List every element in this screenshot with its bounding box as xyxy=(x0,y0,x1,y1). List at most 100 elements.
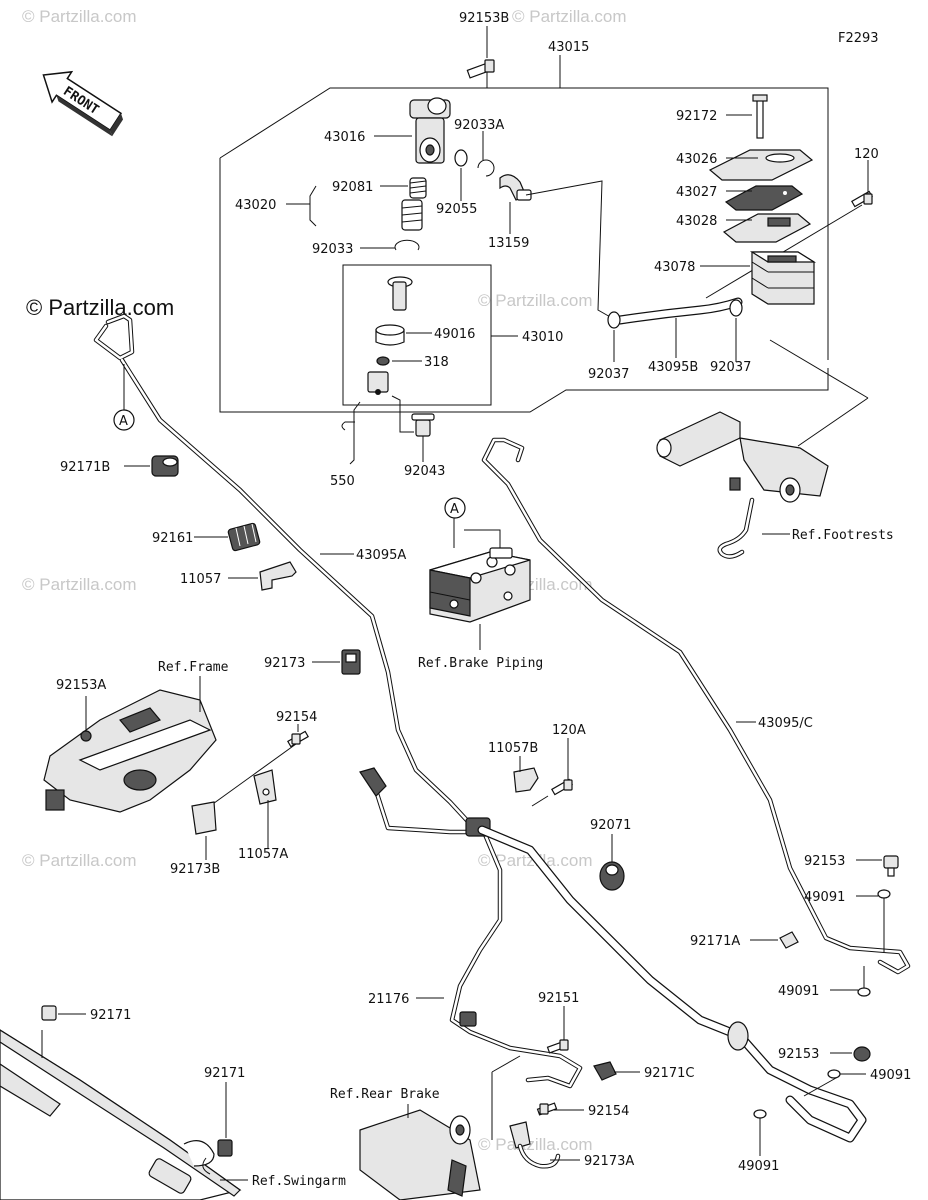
ref-label: Ref.Swingarm xyxy=(252,1174,346,1189)
part-label: 120 xyxy=(854,147,879,162)
circlip-92033A xyxy=(477,159,495,177)
part-label: 92153A xyxy=(56,678,106,693)
part-label: 43095A xyxy=(356,548,406,563)
bolt-92153-lower xyxy=(853,1046,871,1062)
part-label: 49091 xyxy=(738,1159,779,1174)
part-label: 43015 xyxy=(548,40,589,55)
watermark: © Partzilla.com xyxy=(512,7,627,26)
bracket-11057A xyxy=(253,769,277,805)
part-label: 92153 xyxy=(804,854,845,869)
clip-92171A xyxy=(779,931,799,949)
pin-92043 xyxy=(411,413,435,437)
grommet-92071 xyxy=(599,861,625,891)
brake-line-43095C xyxy=(481,437,911,975)
watermark: © Partzilla.com xyxy=(22,575,137,594)
part-label: 92153 xyxy=(778,1047,819,1062)
reference-labels: Ref.Footrests Ref.Brake Piping Ref.Frame… xyxy=(158,528,894,1189)
brake-line-43095A xyxy=(93,313,477,831)
part-label: 92171A xyxy=(690,934,740,949)
front-arrow-icon: FRONT xyxy=(42,70,124,137)
clip-92171 xyxy=(41,1005,57,1021)
part-label: 43016 xyxy=(324,130,365,145)
watermark-main: © Partzilla.com xyxy=(26,295,174,320)
part-label: 92171 xyxy=(90,1008,131,1023)
reservoir-43078 xyxy=(749,251,817,305)
part-label: 43095/C xyxy=(758,716,813,731)
part-label: 49091 xyxy=(804,890,845,905)
part-label: 92055 xyxy=(436,202,477,217)
part-label: 43020 xyxy=(235,198,276,213)
part-label: 43010 xyxy=(522,330,563,345)
washer-49091 xyxy=(857,987,871,997)
diaphragm-43028 xyxy=(722,213,812,243)
rear-brake-hose xyxy=(477,825,867,1143)
part-label: 92033 xyxy=(312,242,353,257)
bolt-92153B xyxy=(466,59,495,79)
part-label: 43026 xyxy=(676,152,717,167)
clip-92173B xyxy=(191,801,217,835)
frame-bracket-ref-frame xyxy=(43,689,217,813)
rear-brake-ref xyxy=(359,1109,481,1200)
clamp-92037 xyxy=(607,299,743,329)
part-label: 13159 xyxy=(488,236,529,251)
part-label: 92151 xyxy=(538,991,579,1006)
cotter-pin-550 xyxy=(341,421,355,431)
part-label: 11057 xyxy=(180,572,221,587)
part-label: 92037 xyxy=(710,360,751,375)
swingarm-ref xyxy=(0,1029,242,1200)
watermark: © Partzilla.com xyxy=(478,1135,593,1154)
washer-49091 xyxy=(827,1069,841,1079)
assembly-43010-outline xyxy=(342,264,492,406)
bolt-120 xyxy=(851,190,873,208)
part-label: 92153B xyxy=(459,11,509,26)
part-label: 21176 xyxy=(368,992,409,1007)
part-label: 92037 xyxy=(588,367,629,382)
bolt-92154-lower xyxy=(536,1102,558,1116)
spring-92081 xyxy=(409,177,427,199)
grommet-92171B xyxy=(151,455,179,477)
part-label: 92033A xyxy=(454,118,504,133)
part-label: 49016 xyxy=(434,327,475,342)
part-label: 318 xyxy=(424,355,449,370)
callout-a xyxy=(113,409,135,431)
callout-a-label: A xyxy=(450,502,459,517)
ref-label: Ref.Footrests xyxy=(792,528,894,543)
damper-92161 xyxy=(227,522,261,552)
clip-92173A xyxy=(509,1121,561,1169)
washer-49091 xyxy=(877,889,891,899)
elbow-fitting-13159 xyxy=(499,174,532,234)
ref-label: Ref.Brake Piping xyxy=(418,656,543,671)
plate-43027 xyxy=(724,185,804,211)
hose-43095B xyxy=(615,297,743,325)
screw-92172 xyxy=(752,94,768,139)
part-label: 120A xyxy=(552,723,586,738)
clamp-11057B xyxy=(513,767,539,793)
clip-92173 xyxy=(341,649,361,675)
part-label: 92171B xyxy=(60,460,110,475)
part-label: 92173 xyxy=(264,656,305,671)
part-label: 92071 xyxy=(590,818,631,833)
part-label: 92171 xyxy=(204,1066,245,1081)
part-label: 92171C xyxy=(644,1066,694,1081)
watermarks: © Partzilla.com © Partzilla.com © Partzi… xyxy=(22,7,627,1154)
watermark: © Partzilla.com xyxy=(22,7,137,26)
bolt-92153 xyxy=(883,855,899,877)
ref-label: Ref.Rear Brake xyxy=(330,1087,440,1102)
part-label: 43027 xyxy=(676,185,717,200)
part-label: 92161 xyxy=(152,531,193,546)
bolt-92154 xyxy=(287,730,309,748)
oring-92055 xyxy=(454,149,468,167)
part-label: 11057B xyxy=(488,741,538,756)
reservoir-banjo-43016 xyxy=(409,97,451,164)
clamp-11057 xyxy=(259,561,297,591)
watermark: © Partzilla.com xyxy=(22,851,137,870)
clip-92171-lower xyxy=(202,1139,233,1175)
part-label: 92173A xyxy=(584,1154,634,1169)
part-label: 550 xyxy=(330,474,355,489)
part-label: 92154 xyxy=(276,710,317,725)
brake-pedal-ref-footrests xyxy=(656,411,829,559)
part-labels: 92153B 43015 43016 92033A 92172 120 4302… xyxy=(56,11,911,1174)
part-label: 49091 xyxy=(870,1068,911,1083)
diagram-code: F2293 xyxy=(838,31,879,46)
